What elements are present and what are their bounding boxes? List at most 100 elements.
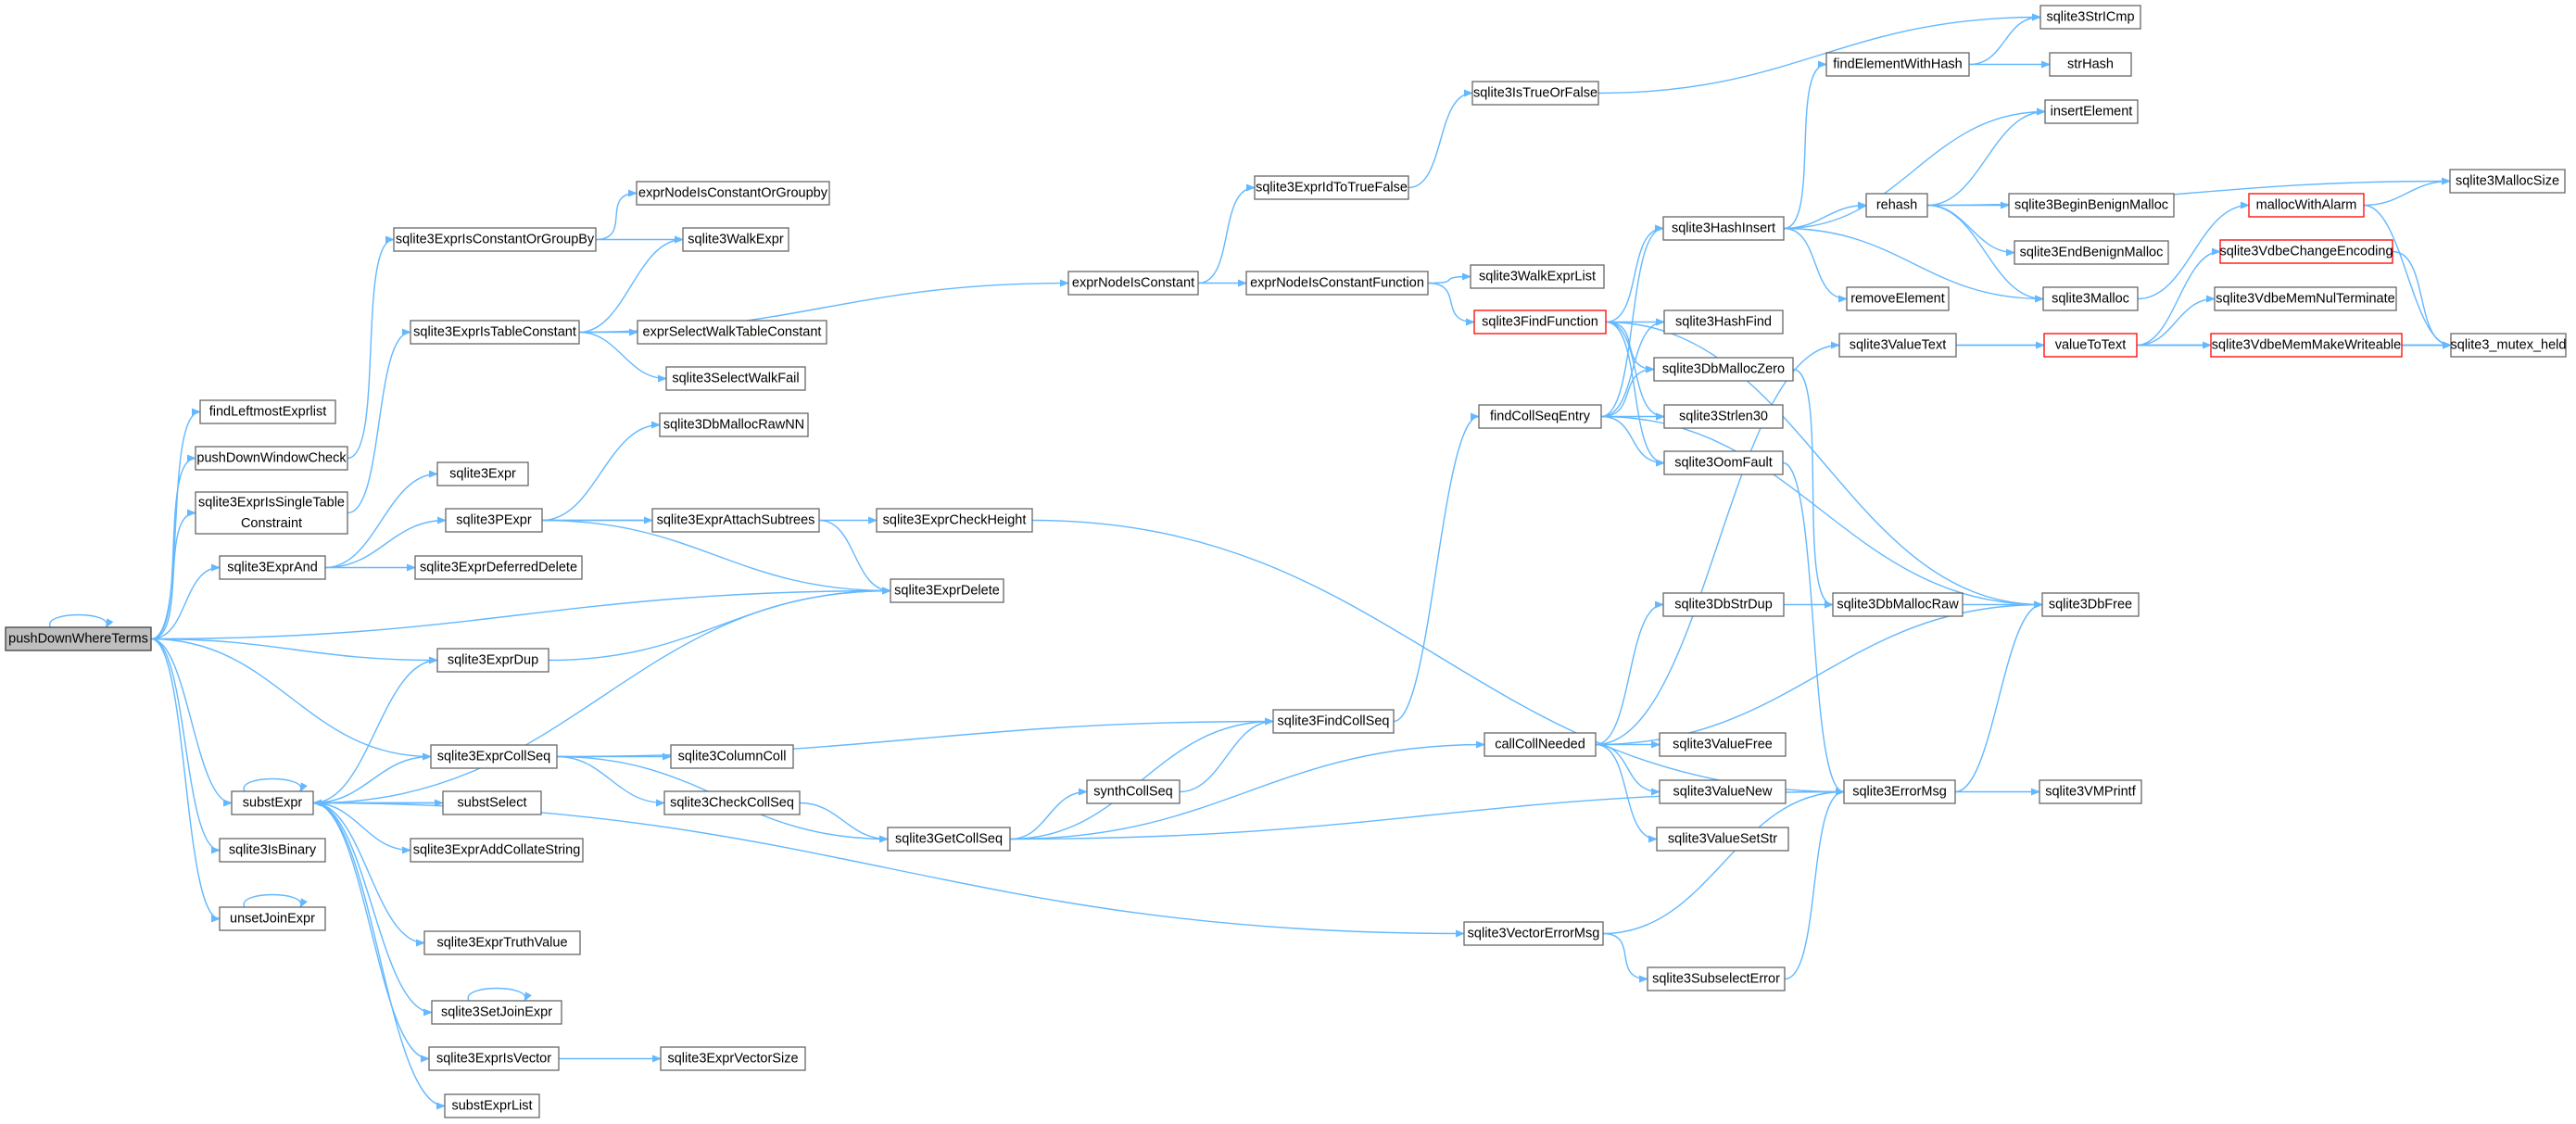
node-subselect-error[interactable]: sqlite3SubselectError <box>1647 966 1786 991</box>
node-walk-expr[interactable]: sqlite3WalkExpr <box>682 227 789 252</box>
node-box <box>444 1093 540 1118</box>
edge-s3-malloc-to-malloc-with-alarm <box>2137 201 2250 300</box>
node-deferred-delete[interactable]: sqlite3ExprDeferredDelete <box>414 555 583 580</box>
node-oom-fault[interactable]: sqlite3OomFault <box>1663 450 1784 475</box>
node-is-binary[interactable]: sqlite3IsBinary <box>219 838 326 863</box>
node-select-walk-fail[interactable]: sqlite3SelectWalkFail <box>665 366 806 391</box>
node-set-join-expr[interactable]: sqlite3SetJoinExpr <box>431 1000 562 1025</box>
node-expr-coll-seq[interactable]: sqlite3ExprCollSeq <box>430 744 558 769</box>
node-p-expr[interactable]: sqlite3PExpr <box>445 508 543 533</box>
node-label: pushDownWindowCheck <box>196 451 347 466</box>
edge-find-coll-seq-entry-to-oom-fault <box>1600 415 1665 467</box>
node-malloc-zero[interactable]: sqlite3DbMallocZero <box>1653 357 1794 382</box>
node-hash-insert[interactable]: sqlite3HashInsert <box>1662 216 1785 241</box>
node-vector-error-msg[interactable]: sqlite3VectorErrorMsg <box>1463 921 1604 946</box>
node-str-hash[interactable]: strHash <box>2049 52 2132 77</box>
node-s3-malloc[interactable]: sqlite3Malloc <box>2042 286 2139 311</box>
node-truth-value[interactable]: sqlite3ExprTruthValue <box>423 930 581 955</box>
node-expr-dup[interactable]: sqlite3ExprDup <box>436 648 549 673</box>
node-end-benign[interactable]: sqlite3EndBenignMalloc <box>2014 240 2169 265</box>
node-vector-size[interactable]: sqlite3ExprVectorSize <box>660 1046 806 1071</box>
node-value-to-text[interactable]: valueToText <box>2043 333 2138 358</box>
node-mutex-held[interactable]: sqlite3_mutex_held <box>2450 333 2567 358</box>
node-insert-element[interactable]: insertElement <box>2044 99 2139 124</box>
node-attach-sub[interactable]: sqlite3ExprAttachSubtrees <box>651 508 820 533</box>
node-db-str-dup[interactable]: sqlite3DbStrDup <box>1662 592 1785 617</box>
node-get-coll-seq[interactable]: sqlite3GetCollSeq <box>887 827 1011 852</box>
node-find-coll-seq[interactable]: sqlite3FindCollSeq <box>1272 709 1395 734</box>
node-s3-expr[interactable]: sqlite3Expr <box>436 461 529 486</box>
node-db-malloc-raw[interactable]: sqlite3DbMallocRaw <box>1832 592 1964 617</box>
edge-subst-expr-to-expr-coll-seq <box>312 752 432 804</box>
node-malloc-size[interactable]: sqlite3MallocSize <box>2449 169 2566 194</box>
node-id-to-true[interactable]: sqlite3ExprIdToTrueFalse <box>1254 175 1409 200</box>
edge-subst-expr-to-add-collate <box>312 802 411 854</box>
node-node-const-groupby[interactable]: exprNodeIsConstantOrGroupby <box>636 181 830 206</box>
node-check-coll-seq[interactable]: sqlite3CheckCollSeq <box>663 790 801 815</box>
node-box <box>1846 286 1950 311</box>
node-str-icmp[interactable]: sqlite3StrICmp <box>2039 5 2141 30</box>
node-find-leftmost-exprlist[interactable]: findLeftmostExprlist <box>199 399 336 424</box>
node-select-walk-table[interactable]: exprSelectWalkTableConstant <box>637 320 827 345</box>
node-is-true-or-false[interactable]: sqlite3IsTrueOrFalse <box>1471 81 1599 106</box>
node-subst-expr-list[interactable]: substExprList <box>444 1093 540 1118</box>
node-synth-coll-seq[interactable]: synthCollSeq <box>1086 779 1181 804</box>
node-walk-expr-list[interactable]: sqlite3WalkExprList <box>1470 264 1605 289</box>
node-box <box>1825 52 1970 77</box>
node-strlen30[interactable]: sqlite3Strlen30 <box>1663 404 1784 429</box>
node-hash-find[interactable]: sqlite3HashFind <box>1663 309 1784 335</box>
node-push-down-window-check[interactable]: pushDownWindowCheck <box>195 446 348 471</box>
node-malloc-with-alarm[interactable]: mallocWithAlarm <box>2248 193 2365 218</box>
node-label: sqlite3PExpr <box>456 513 532 528</box>
node-make-writeable[interactable]: sqlite3VdbeMemMakeWriteable <box>2210 333 2403 358</box>
node-box <box>436 648 549 673</box>
node-label: sqlite3ExprAddCollateString <box>413 843 581 858</box>
node-expr-delete[interactable]: sqlite3ExprDelete <box>890 578 1004 603</box>
node-begin-benign[interactable]: sqlite3BeginBenignMalloc <box>2008 193 2175 218</box>
node-vm-printf[interactable]: sqlite3VMPrintf <box>2039 779 2142 804</box>
node-find-function[interactable]: sqlite3FindFunction <box>1473 309 1607 335</box>
node-value-new[interactable]: sqlite3ValueNew <box>1659 779 1787 804</box>
node-value-text[interactable]: sqlite3ValueText <box>1838 333 1957 358</box>
node-column-coll[interactable]: sqlite3ColumnColl <box>670 744 794 769</box>
node-db-free[interactable]: sqlite3DbFree <box>2041 592 2140 617</box>
node-label: sqlite3Expr <box>449 467 516 482</box>
edge-node-const-func-to-find-function <box>1427 282 1475 326</box>
node-malloc-raw-nn[interactable]: sqlite3DbMallocRawNN <box>659 412 809 437</box>
node-error-msg[interactable]: sqlite3ErrorMsg <box>1843 779 1956 804</box>
node-find-coll-seq-entry[interactable]: findCollSeqEntry <box>1478 404 1602 429</box>
node-label: sqlite3ValueNew <box>1673 785 1773 800</box>
node-node-const-func[interactable]: exprNodeIsConstantFunction <box>1245 271 1429 296</box>
node-call-coll-needed[interactable]: callCollNeeded <box>1484 732 1597 757</box>
node-box <box>1463 921 1604 946</box>
node-check-height[interactable]: sqlite3ExprCheckHeight <box>876 508 1033 533</box>
node-rehash[interactable]: rehash <box>1865 193 1928 218</box>
edge-is-true-or-false-to-str-icmp <box>1597 13 2041 95</box>
edge-root-to-root <box>49 613 114 628</box>
node-value-set-str[interactable]: sqlite3ValueSetStr <box>1656 827 1789 852</box>
node-is-table-const[interactable]: sqlite3ExprIsTableConstant <box>410 320 580 345</box>
node-expr-and[interactable]: sqlite3ExprAnd <box>219 555 326 580</box>
node-nul-terminate[interactable]: sqlite3VdbeMemNulTerminate <box>2214 286 2397 311</box>
node-label: sqlite3CheckCollSeq <box>670 796 794 811</box>
node-box <box>2049 52 2132 77</box>
node-is-const-group-by[interactable]: sqlite3ExprIsConstantOrGroupBy <box>393 227 597 252</box>
edge-find-coll-seq-entry-to-db-free <box>1600 415 2043 609</box>
node-find-element[interactable]: findElementWithHash <box>1825 52 1970 77</box>
node-label: sqlite3GetCollSeq <box>895 832 1003 847</box>
node-node-is-const[interactable]: exprNodeIsConstant <box>1067 271 1199 296</box>
node-value-free[interactable]: sqlite3ValueFree <box>1659 732 1787 757</box>
node-box <box>2210 333 2403 358</box>
node-label: sqlite3IsBinary <box>229 843 317 858</box>
edge-get-coll-seq-to-call-coll-needed <box>1009 740 1485 840</box>
node-remove-element[interactable]: removeElement <box>1846 286 1950 311</box>
node-subst-expr[interactable]: substExpr <box>231 790 314 815</box>
node-unset-join-expr[interactable]: unsetJoinExpr <box>219 906 326 931</box>
node-is-vector[interactable]: sqlite3ExprIsVector <box>428 1046 560 1071</box>
node-box <box>428 1046 560 1071</box>
node-add-collate[interactable]: sqlite3ExprAddCollateString <box>410 838 584 863</box>
edge-malloc-with-alarm-to-mutex-held <box>2363 204 2452 349</box>
node-change-encoding[interactable]: sqlite3VdbeChangeEncoding <box>2219 239 2393 264</box>
node-subst-select[interactable]: substSelect <box>442 790 542 815</box>
